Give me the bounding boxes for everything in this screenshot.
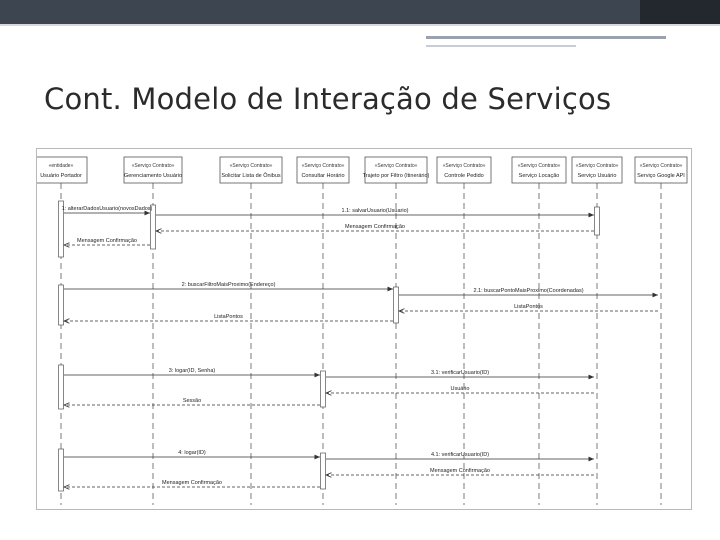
header-accent-line [0, 24, 720, 26]
message-label: 3: logar(ID, Senha) [169, 368, 216, 374]
participant-stereotype: «Serviço Contrato» [640, 163, 683, 169]
message-label: Mensagem Confirmação [430, 468, 490, 474]
header-bar-dark-segment [640, 0, 720, 24]
participant-stereotype: «entidade» [49, 163, 74, 169]
participant-box: «Serviço Contrato» Consultar Horário [296, 156, 350, 184]
message-label: 3.1: verificarUsuario(ID) [431, 370, 489, 376]
participant-box: «Serviço Contrato» Gerenciamento Usuário [123, 156, 183, 184]
activation-bar [393, 286, 399, 324]
slide-title: Cont. Modelo de Interação de Serviços [44, 82, 612, 116]
participant-name: Serviço Usuário [578, 173, 617, 179]
call-message: 1: alterarDadosUsuario(novosDados) [62, 206, 153, 216]
participant-stereotype: «Serviço Contrato» [443, 163, 486, 169]
participant-name: Serviço Google API [637, 173, 685, 179]
message-label: Mensagem Confirmação [345, 224, 405, 230]
participant-box: «Serviço Contrato» Trajeto por Filtro (It… [363, 156, 430, 184]
participant-name: Consultar Horário [301, 173, 344, 179]
call-message: 2.1: buscarPontoMaisProximo(Coordenadas) [399, 288, 658, 298]
activation-bar [320, 370, 326, 408]
participant-stereotype: «Serviço Contrato» [132, 163, 175, 169]
return-message: Mensagem Confirmação [326, 468, 594, 475]
header-accent-line [426, 45, 576, 47]
activation-bar [58, 284, 64, 326]
message-label: ListaPontos [214, 314, 243, 320]
activation-bar [58, 200, 64, 258]
return-message: ListaPontos [64, 314, 393, 321]
participant-box: «Serviço Contrato» Serviço Locação [511, 156, 567, 184]
activation-bar [58, 364, 64, 410]
return-message: Sessão [64, 398, 320, 405]
header-accent-line [426, 36, 666, 39]
message-label: 2: buscarFiltroMaisProximo(Endereço) [182, 282, 276, 288]
participant-stereotype: «Serviço Contrato» [230, 163, 273, 169]
participant-stereotype: «Serviço Contrato» [576, 163, 619, 169]
return-message: Mensagem Confirmação [64, 480, 320, 487]
activation-bar [58, 448, 64, 492]
participant-stereotype: «Serviço Contrato» [518, 163, 561, 169]
participant-name: Gerenciamento Usuário [124, 173, 182, 179]
return-message: ListaPontos [399, 304, 658, 311]
participant-box: «Serviço Contrato» Controle Pedido [436, 156, 492, 184]
call-message: 4: logar(ID) [64, 450, 320, 460]
participant-stereotype: «Serviço Contrato» [375, 163, 418, 169]
call-message: 4.1: verificarUsuario(ID) [326, 452, 594, 462]
activation-bar [150, 204, 156, 250]
return-message: Usuário [326, 386, 594, 393]
participant-name: Trajeto por Filtro (Itinerário) [363, 173, 430, 179]
message-label: 4: logar(ID) [178, 450, 206, 456]
message-label: ListaPontos [514, 304, 543, 310]
sequence-diagram: «entidade» Usuário Portador «Serviço Contr… [34, 156, 688, 505]
participant-box: «Serviço Contrato» Serviço Usuário [571, 156, 623, 184]
message-label: 1.1: salvarUsuario(Usuario) [342, 208, 409, 214]
message-label: Mensagem Confirmação [77, 238, 137, 244]
call-message: 1.1: salvarUsuario(Usuario) [156, 208, 594, 218]
participant-box: «entidade» Usuário Portador [34, 156, 88, 184]
message-label: Sessão [183, 398, 201, 404]
participant-box: «Serviço Contrato» Solicitar Lista de Ôni… [219, 156, 283, 184]
return-message: Mensagem Confirmação [156, 224, 594, 231]
call-message: 3: logar(ID, Senha) [64, 368, 320, 378]
message-label: 1: alterarDadosUsuario(novosDados) [62, 206, 153, 212]
participant-name: Usuário Portador [40, 173, 82, 179]
participant-name: Serviço Locação [519, 173, 560, 179]
sequence-diagram-frame: «entidade» Usuário Portador «Serviço Contr… [34, 148, 692, 510]
activation-bar [320, 452, 326, 490]
participant-stereotype: «Serviço Contrato» [302, 163, 345, 169]
participant-name: Controle Pedido [444, 173, 483, 179]
call-message: 2: buscarFiltroMaisProximo(Endereço) [64, 282, 393, 292]
message-label: 4.1: verificarUsuario(ID) [431, 452, 489, 458]
message-label: 2.1: buscarPontoMaisProximo(Coordenadas) [473, 288, 583, 294]
participant-name: Solicitar Lista de Ônibus [221, 172, 281, 179]
participant-box: «Serviço Contrato» Serviço Google API [634, 156, 688, 184]
return-message: Mensagem Confirmação [64, 238, 150, 245]
message-label: Usuário [451, 386, 470, 392]
message-label: Mensagem Confirmação [162, 480, 222, 486]
header-bar [0, 0, 720, 24]
activation-bar [594, 206, 600, 236]
call-message: 3.1: verificarUsuario(ID) [326, 370, 594, 380]
